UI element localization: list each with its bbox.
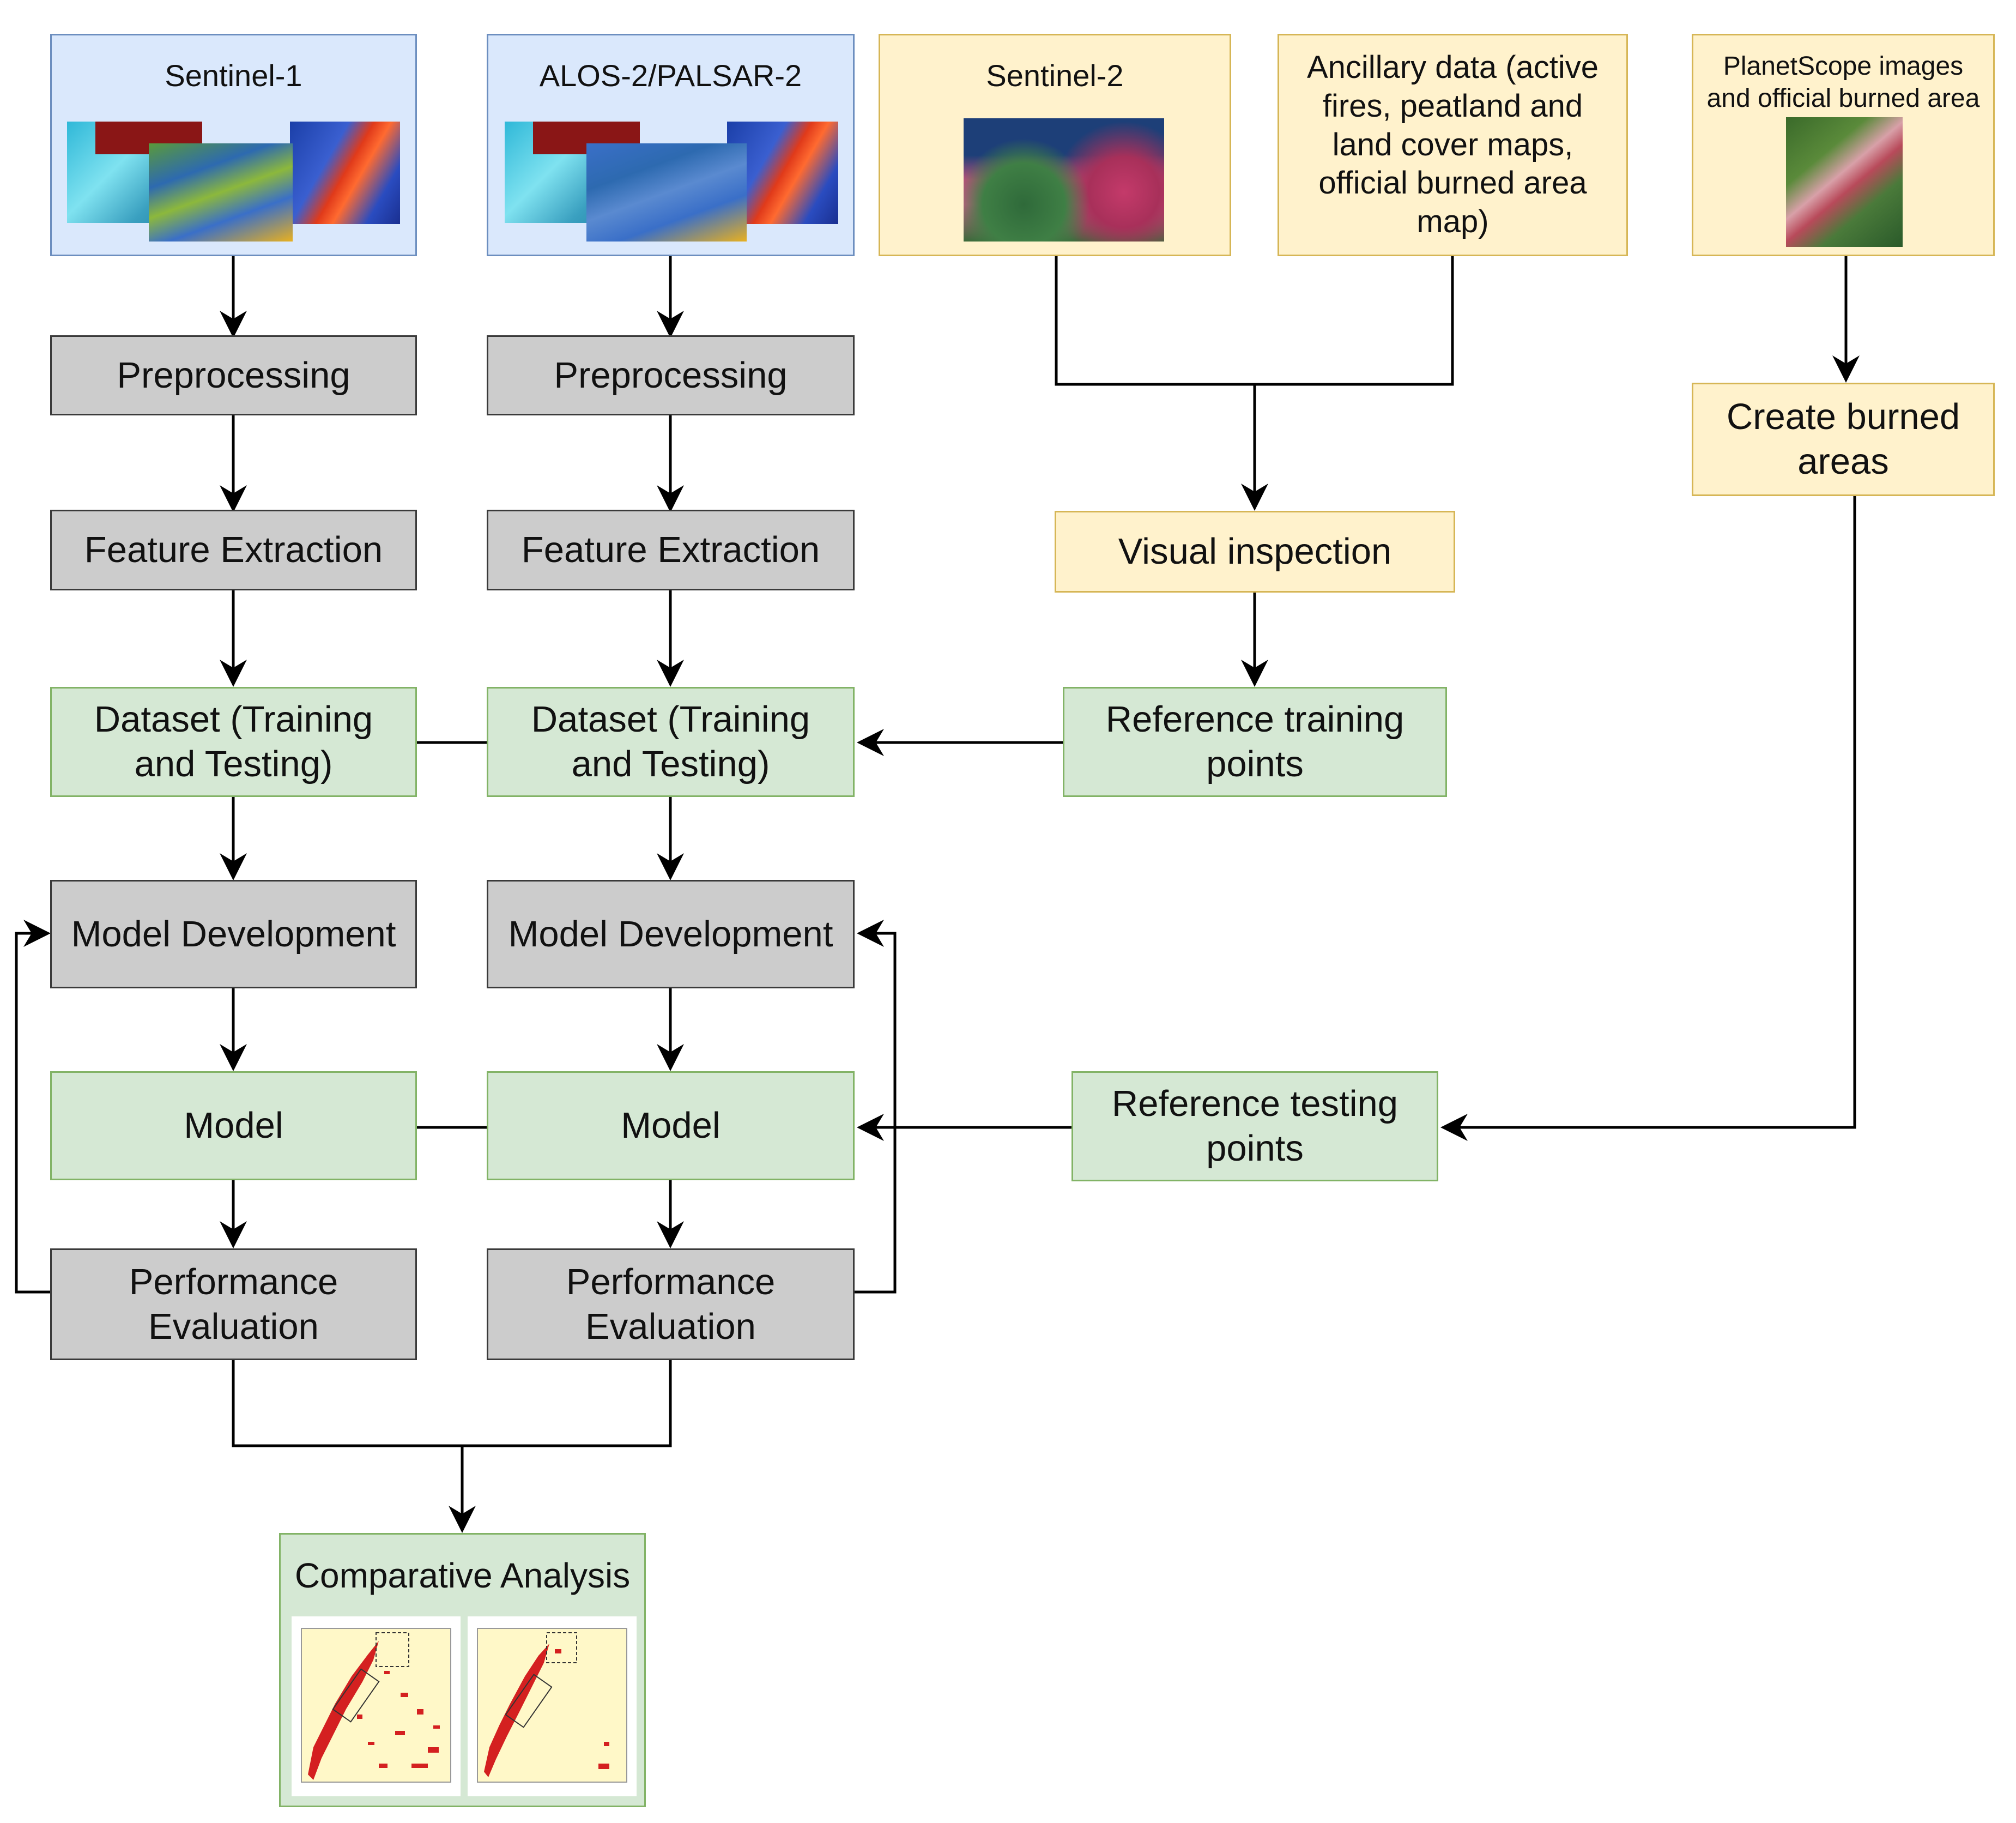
sar-thumb-red xyxy=(290,122,400,224)
model-development-alos: Model Development xyxy=(487,880,855,988)
model-alos-label: Model xyxy=(621,1105,721,1146)
model-development-alos-label: Model Development xyxy=(508,913,833,955)
preprocessing-s1: Preprocessing xyxy=(50,335,417,415)
performance-evaluation-alos-label: Performance Evaluation xyxy=(566,1261,776,1347)
sar-thumb-terrain xyxy=(586,143,747,242)
feedback-alos xyxy=(855,920,897,1294)
sar-thumb-terrain xyxy=(149,143,293,242)
dataset-alos-label: Dataset (Training and Testing) xyxy=(531,699,810,784)
sentinel2-label: Sentinel-2 xyxy=(986,58,1124,93)
feature-extraction-alos: Feature Extraction xyxy=(487,510,855,590)
model-alos: Model xyxy=(487,1071,855,1180)
create-burned-areas-label: Create burned areas xyxy=(1726,396,1960,482)
alos-source: ALOS-2/PALSAR-2 xyxy=(487,34,855,256)
feature-extraction-s1-label: Feature Extraction xyxy=(84,529,383,571)
performance-evaluation-s1: Performance Evaluation xyxy=(50,1248,417,1360)
dataset-s1: Dataset (Training and Testing) xyxy=(50,687,417,797)
model-s1-label: Model xyxy=(184,1105,283,1146)
performance-evaluation-s1-label: Performance Evaluation xyxy=(129,1261,338,1347)
ancillary-source: Ancillary data (active fires, peatland a… xyxy=(1278,34,1628,256)
model-s1: Model xyxy=(50,1071,417,1180)
feature-extraction-s1: Feature Extraction xyxy=(50,510,417,590)
burned-map-left xyxy=(292,1616,461,1796)
feature-extraction-alos-label: Feature Extraction xyxy=(521,529,820,571)
visual-inspection-label: Visual inspection xyxy=(1118,531,1392,572)
planetscope-source: PlanetScope images and official burned a… xyxy=(1692,34,1995,256)
feedback-s1 xyxy=(15,920,51,1294)
burned-map-right xyxy=(468,1616,637,1796)
preprocessing-s1-label: Preprocessing xyxy=(117,354,350,396)
preprocessing-alos-label: Preprocessing xyxy=(554,354,788,396)
model-development-s1-label: Model Development xyxy=(71,913,396,955)
reference-testing-points-label: Reference testing points xyxy=(1111,1083,1399,1169)
reference-training-points: Reference training points xyxy=(1063,687,1447,797)
performance-evaluation-alos: Performance Evaluation xyxy=(487,1248,855,1360)
sentinel2-source: Sentinel-2 xyxy=(879,34,1231,256)
dataset-alos: Dataset (Training and Testing) xyxy=(487,687,855,797)
line-sentinel2 xyxy=(1055,256,1454,386)
reference-testing-points: Reference testing points xyxy=(1071,1071,1438,1181)
line-merge-performance xyxy=(232,1360,672,1447)
comparative-analysis-label: Comparative Analysis xyxy=(294,1556,631,1595)
planetscope-thumb xyxy=(1786,117,1903,247)
create-burned-areas: Create burned areas xyxy=(1692,383,1995,496)
preprocessing-alos: Preprocessing xyxy=(487,335,855,415)
sentinel1-label: Sentinel-1 xyxy=(165,58,302,93)
sentinel1-source: Sentinel-1 xyxy=(50,34,417,256)
comparative-analysis: Comparative Analysis xyxy=(279,1533,646,1807)
line-burned-to-testing xyxy=(1440,496,1856,1141)
optical-thumb xyxy=(964,118,1164,242)
alos-label: ALOS-2/PALSAR-2 xyxy=(539,58,802,93)
visual-inspection: Visual inspection xyxy=(1055,511,1455,593)
model-development-s1: Model Development xyxy=(50,880,417,988)
ancillary-label: Ancillary data (active fires, peatland a… xyxy=(1306,50,1599,240)
reference-training-points-label: Reference training points xyxy=(1105,699,1404,784)
dataset-s1-label: Dataset (Training and Testing) xyxy=(94,699,373,784)
planetscope-label: PlanetScope images and official burned a… xyxy=(1706,52,1980,113)
